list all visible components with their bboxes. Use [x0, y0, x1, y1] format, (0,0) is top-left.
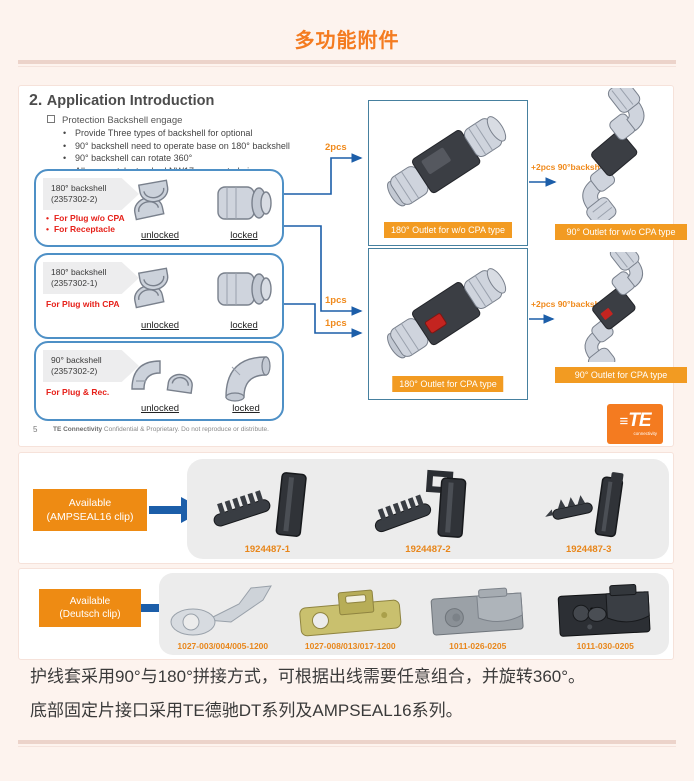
part-number: 1924487-3 — [565, 544, 612, 555]
clip-1924487-3-image — [544, 472, 624, 538]
part-item: 1027-008/013/017-1200 — [287, 573, 415, 655]
part-item: 1924487-1 — [187, 459, 348, 559]
summary-line-1: 护线套采用90°与180°拼接方式，可根据出线需要任意组合，并旋转360°。 — [30, 667, 586, 686]
part-number: 1924487-1 — [244, 544, 291, 555]
outlet-90-cpa-image — [584, 252, 644, 362]
unlocked-label: unlocked — [140, 230, 180, 241]
backshell-unlocked-image — [133, 267, 169, 309]
bottom-divider — [18, 740, 676, 747]
part-number: 1027-003/004/005-1200 — [177, 641, 269, 651]
clip-1027-003-image — [170, 585, 272, 636]
ampseal-parts-panel: 1924487-1 1924487-2 — [187, 459, 669, 559]
outlet-180-image — [387, 116, 507, 207]
bullet-item: Provide Three types of backshell for opt… — [63, 127, 363, 140]
backshell-title-tag: 180° backshell (2357302-1) — [43, 262, 139, 294]
locked-label: locked — [230, 230, 258, 241]
part-item: 1011-030-0205 — [542, 573, 670, 655]
slide-heading-text: Application Introduction — [46, 93, 215, 109]
flow-arrows — [282, 153, 557, 338]
outlet-90-wo-cpa-image — [582, 88, 645, 220]
bullet-item: 90° backshell can rotate 360° — [63, 152, 363, 165]
te-connectivity-logo: ≡TE connectivity — [607, 404, 663, 444]
outlet-box-180-wo-cpa: 180° Outlet for w/o CPA type — [368, 100, 528, 246]
outlet-label: 180° Outlet for w/o CPA type — [384, 222, 512, 238]
backshell-locked-image — [225, 356, 271, 402]
slide-heading-number: 2. — [29, 92, 43, 109]
right-outlet-label: 90° Outlet for w/o CPA type — [555, 224, 687, 240]
summary-text: 护线套采用90°与180°拼接方式，可根据出线需要任意组合，并旋转360°。 底… — [30, 660, 670, 728]
top-divider — [18, 60, 676, 67]
qty-label-1pcs: 1pcs — [325, 318, 347, 329]
bullet-item: 90° backshell need to operate base on 18… — [63, 140, 363, 153]
te-stripes-icon: ≡ — [619, 413, 628, 430]
backshell-notes: •For Plug w/o CPA •For Receptacle — [46, 213, 125, 234]
deutsch-clip-section: Available (Deutsch clip) 1027-003/004/00… — [18, 568, 674, 660]
part-item: 1011-026-0205 — [414, 573, 542, 655]
backshell-unlocked-image — [133, 179, 169, 221]
slide-heading: 2. Application Introduction — [29, 92, 214, 110]
clip-1011-026-image — [430, 587, 524, 636]
right-outlet-label: 90° Outlet for CPA type — [555, 367, 687, 383]
clip-1924487-1-image — [213, 472, 308, 537]
available-ampseal-badge: Available (AMPSEAL16 clip) — [33, 489, 147, 531]
part-item: 1924487-3 — [508, 459, 669, 559]
clip-1011-030-image — [558, 583, 651, 637]
backshell-box-180-1: 180° backshell (2357302-1) For Plug with… — [34, 253, 284, 339]
backshell-locked-image — [217, 272, 272, 306]
part-number: 1924487-2 — [405, 544, 451, 555]
backshell-box-90: 90° backshell (2357302-2) For Plug & Rec… — [34, 341, 284, 421]
backshell-box-180-2: 180° backshell (2357302-2) •For Plug w/o… — [34, 169, 284, 247]
ampseal-clip-section: Available (AMPSEAL16 clip) 1924487-1 — [18, 452, 674, 564]
available-deutsch-badge: Available (Deutsch clip) — [39, 589, 141, 627]
application-introduction-slide: 2. Application Introduction Protection B… — [18, 85, 687, 447]
unlocked-label: unlocked — [140, 403, 180, 414]
backshell-locked-image — [217, 186, 272, 220]
deutsch-parts-panel: 1027-003/004/005-1200 1027-008/013/017-1… — [159, 573, 669, 655]
unlocked-label: unlocked — [140, 320, 180, 331]
locked-label: locked — [230, 320, 258, 331]
backshell-notes: For Plug & Rec. — [46, 387, 110, 397]
part-item: 1027-003/004/005-1200 — [159, 573, 287, 655]
plus-backshell-label: +2pcs 90°backshell — [531, 162, 610, 172]
locked-label: locked — [232, 403, 260, 414]
part-number: 1027-008/013/017-1200 — [304, 641, 396, 651]
summary-line-2: 底部固定片接口采用TE德驰DT系列及AMPSEAL16系列。 — [30, 701, 463, 720]
backshell-unlocked-image — [131, 360, 193, 394]
confidential-note: TE Connectivity Confidential & Proprieta… — [53, 426, 269, 433]
backshell-title-tag: 90° backshell (2357302-2) — [43, 350, 139, 382]
plus-backshell-label: +2pcs 90°backshell — [531, 299, 610, 309]
part-number: 1011-026-0205 — [449, 641, 507, 651]
backshell-notes: For Plug with CPA — [46, 299, 120, 309]
clip-1027-008-image — [299, 589, 402, 637]
clip-1924487-2-image — [374, 469, 467, 538]
part-number: 1011-030-0205 — [576, 641, 634, 651]
part-item: 1924487-2 — [348, 459, 509, 559]
qty-label-2pcs: 2pcs — [325, 142, 347, 153]
outlet-box-180-cpa: 180° Outlet for CPA type — [368, 248, 528, 400]
slide-page-number: 5 — [33, 425, 38, 434]
outlet-180-cpa-image — [387, 268, 507, 359]
square-bullet-icon — [47, 115, 55, 123]
qty-label-1pcs: 1pcs — [325, 295, 347, 306]
backshell-title-tag: 180° backshell (2357302-2) — [43, 178, 139, 210]
engage-line: Protection Backshell engage — [47, 115, 182, 126]
page-title: 多功能附件 — [294, 30, 400, 52]
outlet-label: 180° Outlet for CPA type — [392, 376, 504, 392]
